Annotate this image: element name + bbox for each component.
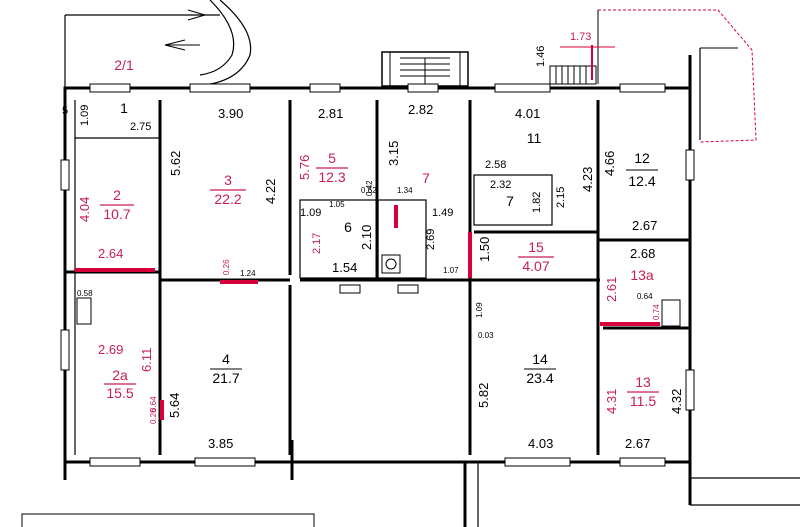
dim-d51: 0.74 — [652, 304, 661, 320]
dim-d50: 0.26 — [149, 408, 158, 424]
dim-d33: 1.07 — [443, 266, 459, 275]
dim-d4: 2.75 — [130, 121, 151, 133]
dim-d3: 1.09 — [79, 105, 91, 126]
dim-d41: 0.03 — [478, 331, 494, 340]
dim-d28: 2.67 — [632, 218, 657, 233]
dim-d30: 2.64 — [98, 246, 123, 261]
room-area-r12: 12.4 — [628, 173, 655, 189]
room-number-r13a: 13a — [630, 267, 654, 283]
balcony-area — [597, 9, 757, 143]
exterior-stairs — [549, 45, 615, 85]
room-number-r3: 3 — [224, 172, 232, 188]
room-number-r7: 7 — [422, 170, 430, 186]
dim-d27: 2.69 — [425, 229, 437, 250]
dim-d38: 2.69 — [98, 342, 123, 357]
windows — [60, 83, 695, 467]
dim-d16: 4.66 — [602, 151, 617, 176]
dim-d24: 1.09 — [300, 207, 321, 219]
dim-d11: 5.76 — [297, 155, 312, 180]
fixtures — [76, 254, 681, 327]
dim-d2: 1.46 — [535, 46, 547, 67]
dim-d7: 2.82 — [408, 102, 433, 117]
dim-d42: 5.82 — [476, 383, 491, 408]
room-number-r11: 11 — [527, 130, 542, 146]
dim-d54: 5 — [62, 105, 68, 117]
room-number-r10: 7 — [506, 193, 514, 209]
dim-d49: 0.64 — [149, 396, 158, 412]
dim-d48: 0.26 — [222, 259, 231, 275]
dim-d46: 4.03 — [528, 436, 553, 451]
room-area-r2a: 15.5 — [106, 385, 133, 401]
room-area-r5: 12.3 — [318, 169, 345, 185]
room-area-r15: 4.07 — [522, 258, 549, 274]
room-area-r14: 23.4 — [526, 370, 553, 386]
dim-d10: 4.22 — [263, 179, 278, 204]
dim-d32: 1.54 — [332, 260, 357, 275]
dim-d36: 0.64 — [637, 292, 653, 301]
room-number-r2a: 2a — [112, 367, 128, 383]
dim-d53: 0.42 — [365, 180, 374, 196]
dim-d45: 3.85 — [208, 436, 233, 451]
dim-d25: 2.10 — [359, 225, 374, 250]
room-number-r1: 1 — [120, 100, 128, 116]
dim-d15: 4.23 — [580, 167, 595, 192]
room-number-r12: 12 — [634, 150, 650, 166]
dim-d39: 6.11 — [139, 348, 154, 372]
room-number-r15: 15 — [528, 239, 544, 255]
staircase — [381, 51, 469, 87]
dim-d12: 3.15 — [386, 141, 401, 166]
dim-d9: 5.62 — [168, 151, 183, 176]
dim-d13: 4.04 — [77, 197, 92, 222]
dim-d19: 2.15 — [555, 187, 567, 208]
outer-walls — [63, 55, 800, 527]
bottom-box — [21, 513, 315, 527]
dim-d37: 0.58 — [77, 289, 93, 298]
inner-walls — [65, 100, 690, 455]
dim-d8: 4.01 — [515, 106, 540, 121]
dim-d47: 2.67 — [625, 436, 650, 451]
room-area-r3: 22.2 — [214, 191, 241, 207]
dim-d20: 0.62 — [361, 186, 377, 195]
dim-d1: 1.73 — [570, 31, 591, 43]
dim-d14: 2.58 — [485, 159, 506, 171]
room-labels: 2/1 1 2 10.7 3 22.2 5 12.3 7 6 11 7 12 1… — [100, 57, 659, 409]
room-area-r4: 21.7 — [212, 370, 239, 386]
dim-d40: 5.64 — [167, 393, 182, 418]
room-number-r5: 5 — [328, 150, 336, 166]
dim-d17: 2.32 — [490, 179, 511, 191]
dim-d35: 2.61 — [604, 277, 619, 302]
exterior-ramp — [64, 0, 252, 88]
dim-d21: 1.34 — [397, 186, 413, 195]
room-number-r4: 4 — [222, 351, 230, 367]
dimension-labels: 1.73 1.46 1.09 2.75 3.90 2.81 2.82 4.01 … — [62, 31, 684, 451]
room-number-r2: 2 — [113, 187, 121, 203]
dim-d6: 2.81 — [318, 106, 343, 121]
room-number-r13: 13 — [635, 374, 651, 390]
room-number-r14: 14 — [532, 351, 548, 367]
room-number-r6: 6 — [344, 219, 352, 235]
room-number-r21: 2/1 — [114, 57, 134, 73]
dim-d52: 1.09 — [475, 302, 484, 318]
dim-d22: 1.05 — [329, 200, 345, 209]
red-walls — [75, 205, 660, 420]
room-area-r2: 10.7 — [103, 206, 130, 222]
dim-d26: 2.17 — [311, 233, 323, 254]
dim-d43: 4.31 — [604, 389, 619, 414]
dim-d29: 2.68 — [630, 246, 655, 261]
dim-d44: 4.32 — [669, 389, 684, 414]
dim-d18: 1.82 — [531, 192, 543, 213]
dim-d5: 3.90 — [218, 106, 243, 121]
dim-d31: 1.24 — [240, 269, 256, 278]
dim-d23: 1.49 — [432, 207, 453, 219]
dim-d34: 1.50 — [477, 237, 492, 262]
room-area-r13: 11.5 — [630, 393, 656, 409]
